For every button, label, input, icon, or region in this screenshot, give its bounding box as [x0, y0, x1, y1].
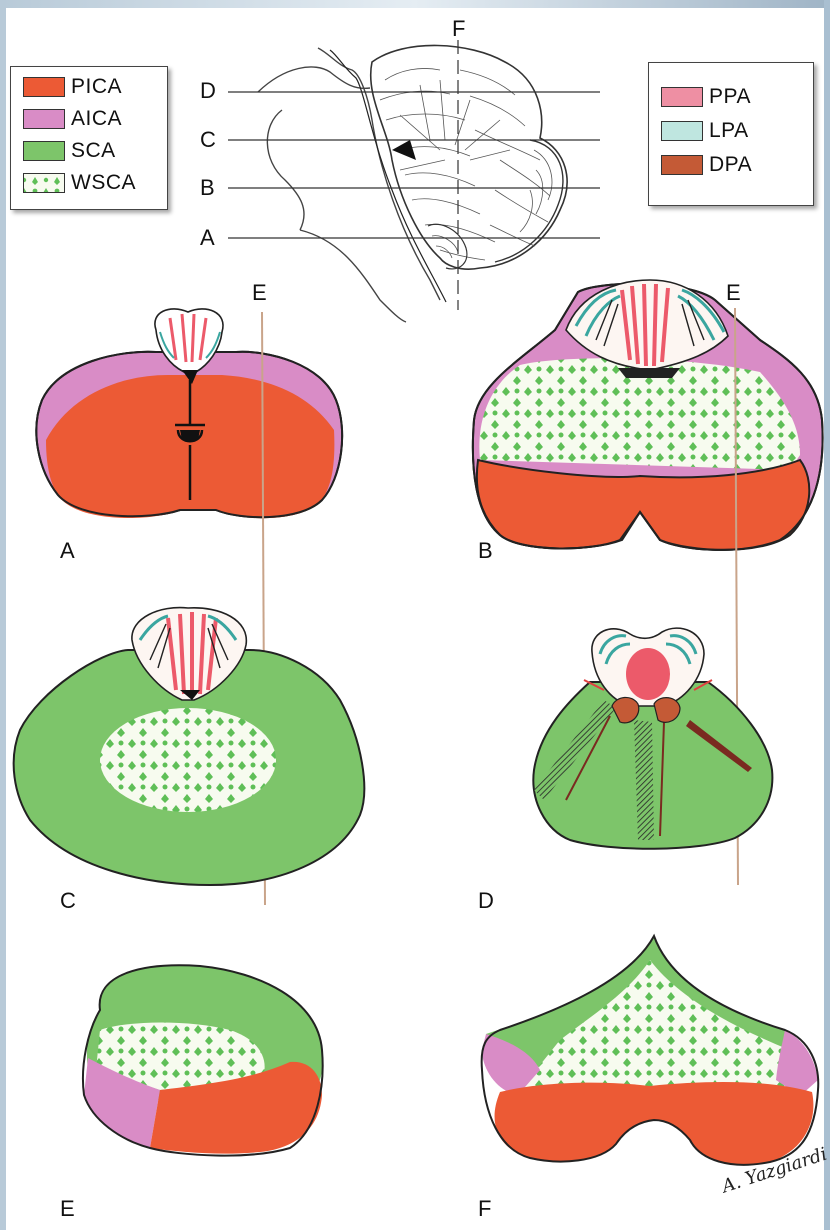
section-f-pica	[495, 1082, 814, 1165]
plane-label-e-left: E	[252, 282, 267, 304]
section-f	[482, 936, 819, 1165]
section-label-a: A	[60, 540, 75, 562]
top-label-f: F	[452, 18, 465, 40]
section-label-c: C	[60, 890, 76, 912]
cerebellum-outline	[371, 45, 567, 269]
plane-label-e-right: E	[726, 282, 741, 304]
top-label-b: B	[200, 177, 215, 199]
section-label-d: D	[478, 890, 494, 912]
top-label-c: C	[200, 129, 216, 151]
section-b-ventricle	[618, 368, 680, 378]
section-label-f: F	[478, 1198, 491, 1220]
sagittal-view	[228, 40, 600, 322]
section-a	[36, 309, 342, 518]
section-c-wsca	[100, 708, 276, 812]
section-label-b: B	[478, 540, 493, 562]
section-c	[14, 608, 365, 885]
section-label-e: E	[60, 1198, 75, 1220]
top-label-a: A	[200, 227, 215, 249]
top-label-d: D	[200, 80, 216, 102]
section-e	[83, 965, 323, 1155]
section-b	[473, 280, 823, 550]
